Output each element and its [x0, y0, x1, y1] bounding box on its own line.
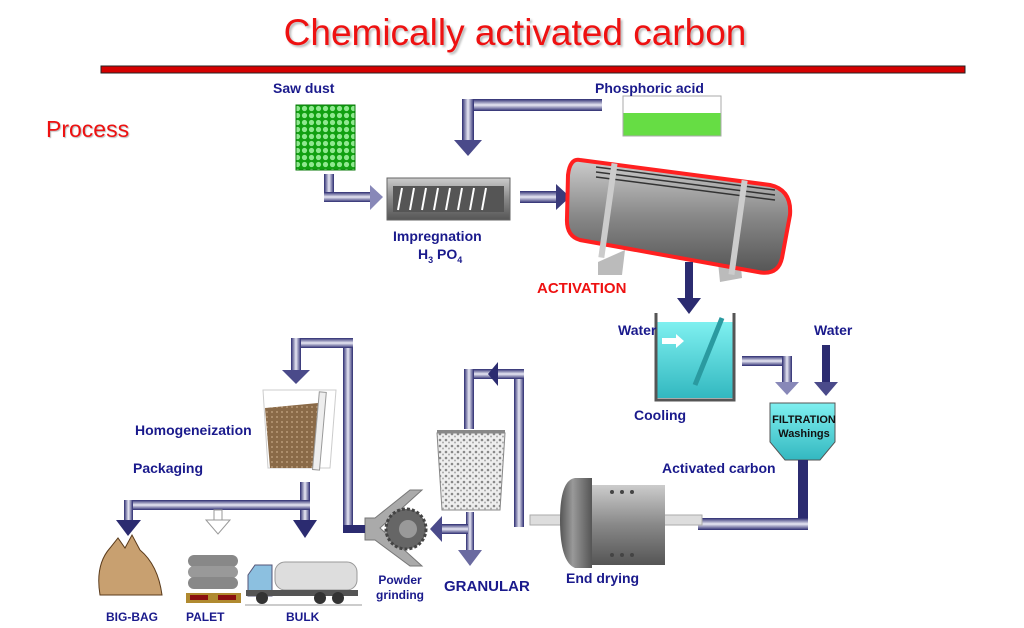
- grinding-text: grinding: [376, 588, 424, 602]
- granular-label: GRANULAR: [444, 578, 530, 595]
- h3po4-sub3: 3: [428, 254, 434, 265]
- cooling-to-filtration-arrow: [742, 356, 799, 395]
- filtration-text: FILTRATION: [772, 414, 836, 426]
- grinder-to-homogeneizer-pipe: [282, 338, 365, 533]
- end-drying-drum: [529, 478, 703, 568]
- phosphoric-acid-label: Phosphoric acid: [595, 80, 704, 96]
- filtration-label: FILTRATION Washings: [772, 413, 836, 441]
- activation-kiln: [564, 157, 793, 282]
- powder-grinder: [364, 489, 428, 567]
- powder-text: Powder: [378, 573, 422, 587]
- homogeneization-label: Homogeneization: [135, 422, 252, 438]
- bulk-label: BULK: [286, 610, 320, 624]
- saw-dust-label: Saw dust: [273, 80, 335, 96]
- sawdust-feed-arrow: [324, 174, 383, 210]
- hopper-to-grinder-arrow: [430, 516, 468, 542]
- impregnation-screw: [386, 177, 511, 221]
- granular-hopper: [436, 430, 506, 511]
- packaging-distribution-arrows: [116, 482, 317, 538]
- filtration-to-dryer-pipe: [698, 460, 808, 530]
- water-feed-arrow: [814, 345, 838, 396]
- h3po4-label: H3 PO4: [418, 246, 462, 265]
- big-bag-image: [98, 533, 163, 596]
- palet-label: PALET: [186, 610, 225, 624]
- impregnation-label: Impregnation: [393, 228, 482, 244]
- homogeneizer: [262, 389, 337, 471]
- dryer-to-hopper-pipe: [464, 362, 524, 527]
- h3po4-sub4: 4: [457, 254, 463, 265]
- activation-label: ACTIVATION: [537, 280, 627, 297]
- saw-dust-image: [295, 104, 356, 171]
- cooling-tank: [654, 313, 736, 402]
- h3po4-h: H: [418, 246, 429, 262]
- title-divider: [100, 65, 966, 74]
- palet-image: [186, 555, 241, 603]
- filtration-unit: [769, 402, 836, 461]
- end-drying-label: End drying: [566, 570, 640, 586]
- kiln-to-cooling-arrow: [677, 262, 701, 314]
- activated-carbon-label: Activated carbon: [662, 460, 776, 476]
- water-label-cooling: Water: [618, 322, 657, 338]
- washings-text: Washings: [778, 428, 830, 440]
- packaging-label: Packaging: [133, 460, 204, 476]
- phosphoric-acid-beaker: [622, 95, 722, 137]
- big-bag-label: BIG-BAG: [106, 610, 158, 624]
- bulk-truck-image: [245, 561, 362, 606]
- water-label-filtration: Water: [814, 322, 853, 338]
- section-label: Process: [46, 116, 130, 142]
- acid-feed-arrow: [454, 99, 602, 156]
- h3po4-po: PO: [433, 246, 458, 262]
- page-title: Chemically activated carbon: [283, 12, 747, 53]
- cooling-label: Cooling: [634, 407, 687, 423]
- impregnation-to-kiln-arrow: [520, 184, 570, 210]
- granular-output-arrow: [458, 512, 482, 566]
